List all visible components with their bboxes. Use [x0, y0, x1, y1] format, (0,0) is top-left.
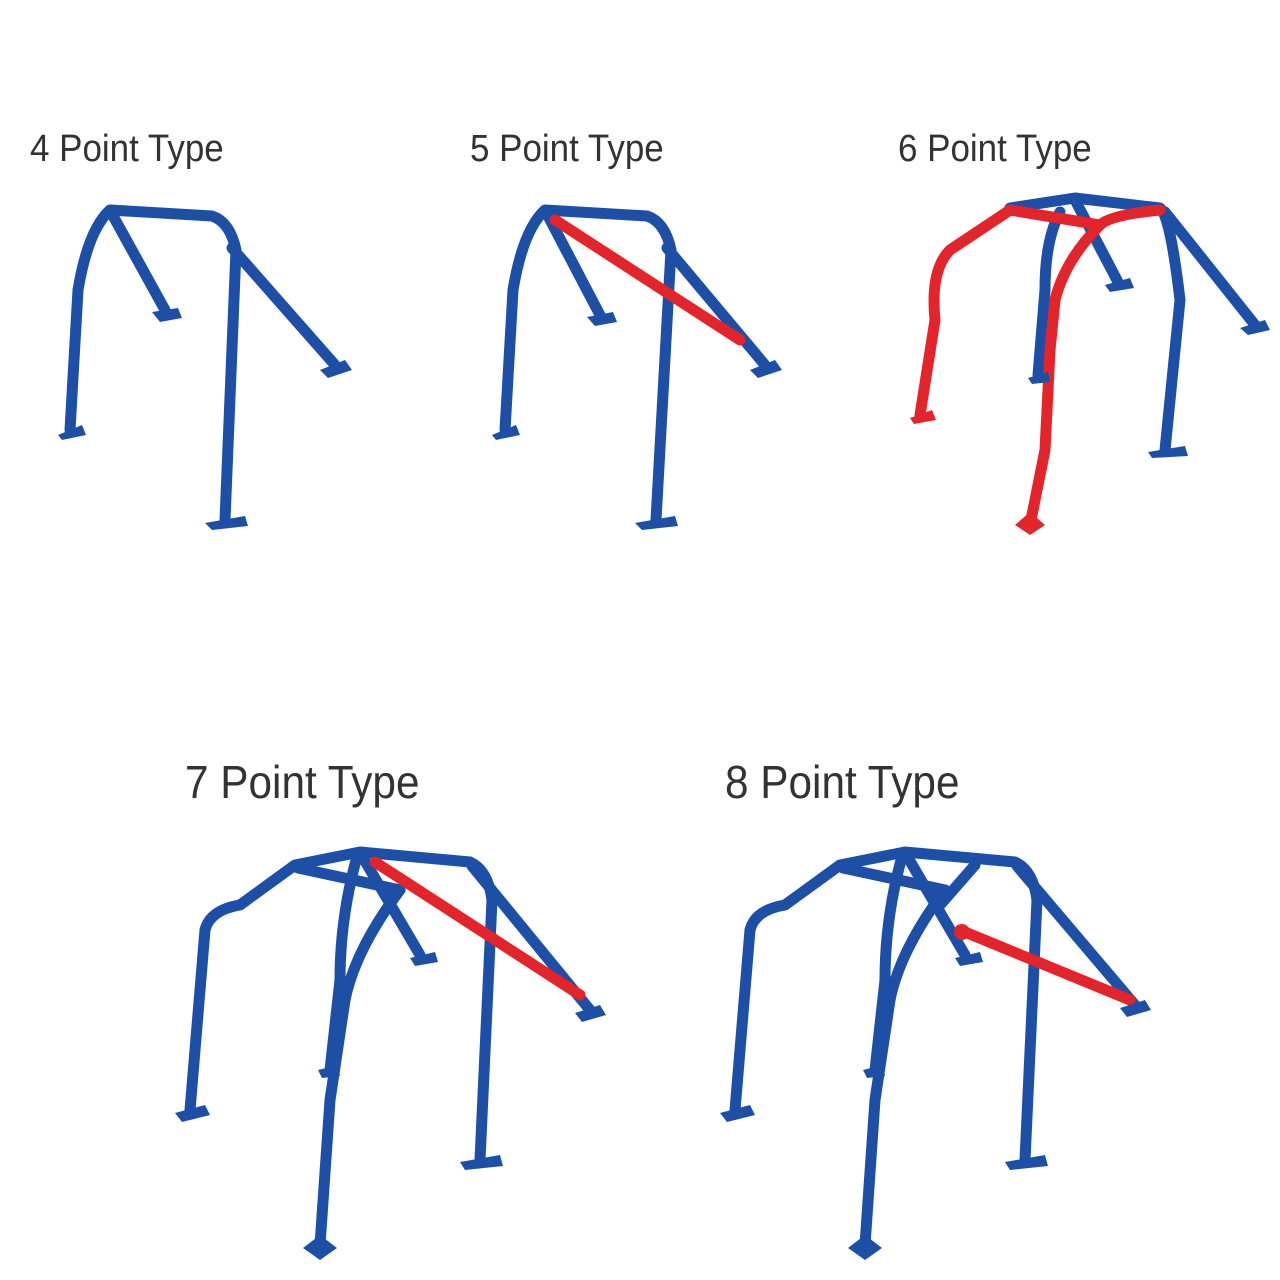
roll-cage-7-point — [175, 846, 606, 1260]
roll-cage-5-point — [492, 204, 782, 530]
title-6-point: 6 Point Type — [898, 128, 1092, 170]
title-5-point: 5 Point Type — [470, 128, 664, 170]
roll-cage-4-point — [58, 204, 352, 530]
title-7-point: 7 Point Type — [185, 756, 420, 808]
roll-cage-8-point — [720, 846, 1151, 1260]
title-4-point: 4 Point Type — [30, 128, 224, 170]
title-8-point: 8 Point Type — [725, 756, 960, 808]
roll-cage-6-point — [910, 192, 1270, 535]
